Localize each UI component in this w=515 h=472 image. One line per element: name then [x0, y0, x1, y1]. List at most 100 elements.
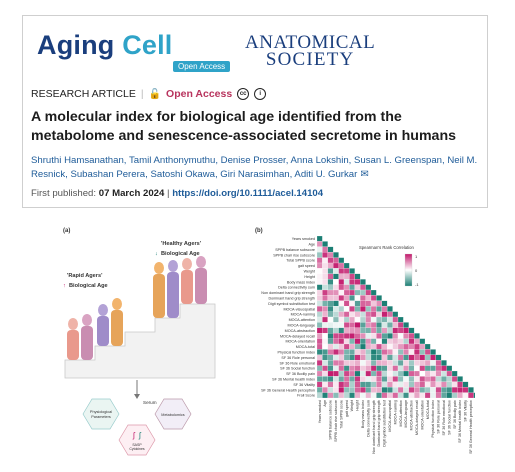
heatmap-cell — [435, 392, 442, 399]
anatomical-society-logo[interactable]: ANATOMICAL SOCIETY — [245, 33, 375, 69]
heatmap-cell — [316, 246, 323, 253]
heatmap-cell — [338, 306, 345, 312]
heatmap-cell — [349, 370, 355, 377]
heatmap-cell — [408, 327, 415, 334]
aging-cell-logo[interactable]: Aging Cell — [37, 30, 173, 61]
heatmap-cell — [376, 370, 382, 377]
heatmap-col-label: MOCA-abstraction — [410, 400, 414, 430]
heatmap-cell — [322, 354, 328, 361]
heatmap-cell — [354, 300, 361, 307]
heatmap-cell — [354, 376, 361, 382]
heatmap-cell — [354, 370, 361, 377]
heatmap-cell — [354, 311, 361, 318]
heatmap-cell — [414, 354, 420, 361]
heatmap-cell — [387, 338, 393, 345]
heatmap-cell — [322, 376, 328, 382]
creative-commons-icon[interactable]: cc — [237, 88, 250, 100]
heatmap-cell — [397, 387, 404, 393]
panel-b-label: (b) — [255, 228, 263, 234]
heatmap-cell — [360, 327, 366, 334]
heatmap-cell — [343, 268, 350, 274]
heatmap-cell — [316, 262, 323, 269]
heatmap-cell — [316, 300, 323, 307]
heatmap-cell — [397, 338, 404, 345]
authors-text[interactable]: Shruthi Hamsanathan, Tamil Anthonymuthu,… — [31, 155, 478, 180]
heatmap-cell — [365, 338, 372, 345]
heatmap-cell — [343, 311, 350, 318]
heatmap-cell — [360, 338, 366, 345]
heatmap-cell — [322, 343, 328, 350]
heatmap-cell — [343, 370, 350, 377]
heatmap-cell — [397, 333, 404, 339]
rapid-arrow-icon: ↑ — [63, 283, 66, 289]
heatmap-cell — [381, 338, 388, 345]
heatmap-cell — [343, 300, 350, 307]
heatmap-cell — [403, 343, 409, 350]
heatmap-cell — [343, 381, 350, 388]
heatmap-cell — [381, 360, 388, 366]
heatmap-cell — [322, 246, 328, 253]
heatmap-cell — [365, 327, 372, 334]
heatmap-cell — [349, 381, 355, 388]
heatmap-cell — [338, 365, 345, 372]
heatmap-cell — [430, 381, 436, 388]
heatmap-cell — [343, 354, 350, 361]
heatmap-cell — [349, 333, 355, 339]
heatmap-cell — [419, 343, 426, 350]
heatmap-cell — [365, 289, 372, 296]
heatmap-col-label: SF 36 Social function — [447, 400, 451, 435]
heatmap-cell — [322, 252, 328, 258]
heatmap-cell — [333, 349, 339, 355]
heatmap-col-label: Years smoked — [318, 400, 322, 423]
heatmap-cell — [457, 376, 463, 382]
heatmap-cell — [408, 343, 415, 350]
logo-open-access-pill: Open Access — [173, 61, 231, 72]
heatmap-cell — [446, 370, 453, 377]
down-arrow-icon — [134, 394, 140, 399]
heatmap-cell — [392, 311, 399, 318]
heatmap-cell — [360, 333, 366, 339]
heatmap-cell — [376, 322, 382, 328]
heatmap-cell — [360, 381, 366, 388]
heatmap-cell — [392, 381, 399, 388]
heatmap-cell — [333, 306, 339, 312]
heatmap-cell — [322, 316, 328, 323]
logo-cell-word: Cell — [122, 30, 173, 60]
heatmap-cell — [414, 387, 420, 393]
heatmap-cell — [354, 360, 361, 366]
heatmap-cell — [327, 360, 334, 366]
article-meta-row: RESEARCH ARTICLE | 🔓 Open Access cc i — [31, 88, 267, 100]
heatmap-cell — [441, 387, 447, 393]
svg-text:ʃ: ʃ — [132, 431, 136, 440]
heatmap-cell — [397, 343, 404, 350]
heatmap-row-label: Body mass index — [287, 280, 315, 284]
heatmap-cell — [365, 381, 372, 388]
heatmap-cell — [343, 273, 350, 280]
doi-link[interactable]: https://doi.org/10.1111/acel.14104 — [172, 188, 324, 199]
heatmap-cell — [333, 316, 339, 323]
heatmap-cell — [365, 365, 372, 372]
heatmap-cell — [360, 370, 366, 377]
heatmap-cell — [343, 306, 350, 312]
heatmap-cell — [435, 365, 442, 372]
mail-icon[interactable]: ✉ — [360, 169, 369, 180]
heatmap-cell — [381, 311, 388, 318]
heatmap-row-label: Physical function index — [277, 350, 315, 354]
heatmap-row-label: Non dominant hand grip strength — [261, 291, 315, 295]
heatmap-cell — [376, 333, 382, 339]
heatmap-row-label: SF 36 Bodily pain — [286, 372, 315, 376]
heatmap-col-label: Digit symbol substitution test — [383, 400, 387, 447]
open-access-label[interactable]: Open Access — [166, 88, 233, 100]
heatmap-cell — [360, 295, 366, 301]
heatmap-cell — [349, 295, 355, 301]
heatmap-cell — [397, 327, 404, 334]
heatmap-cell — [333, 387, 339, 393]
heatmap-cell — [349, 279, 355, 285]
attribution-icon[interactable]: i — [254, 88, 267, 100]
heatmap-cell — [446, 392, 453, 399]
heatmap-cell — [414, 360, 420, 366]
heatmap-cell — [414, 370, 420, 377]
hex-metab-label: Metabolomics — [161, 413, 185, 417]
heatmap-cell — [392, 370, 399, 377]
heatmap-cell — [349, 306, 355, 312]
